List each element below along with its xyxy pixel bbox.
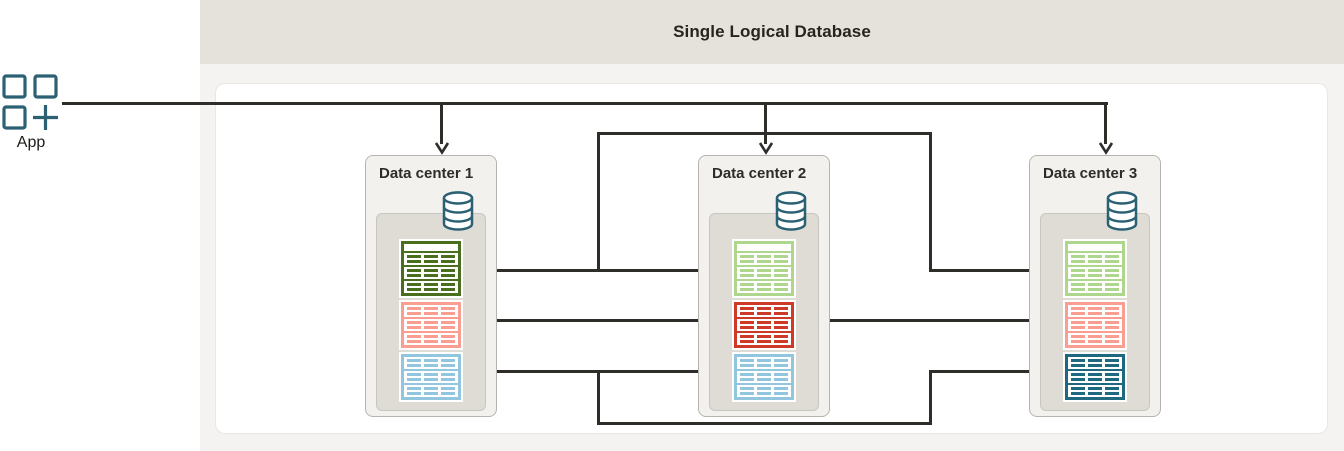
green-bridge-down [929, 132, 932, 272]
data-center-2-label: Data center 2 [712, 165, 807, 182]
app-drop-dc3 [1104, 102, 1107, 144]
arrowhead-down-dc1 [434, 141, 449, 155]
blue-bridge-down [597, 370, 600, 425]
green-table-replica [1063, 239, 1127, 298]
data-center-3: Data center 3 [1029, 155, 1161, 417]
arrowhead-down-dc3 [1098, 141, 1113, 155]
banner: Single Logical Database [200, 0, 1344, 64]
arrowhead-down-dc2 [758, 141, 773, 155]
red-table-primary [732, 300, 796, 350]
blue-line-dc1-dc2 [463, 370, 729, 373]
red-table-replica [399, 300, 463, 350]
green-table-replica [732, 239, 796, 298]
app-drop-dc2 [764, 102, 767, 144]
data-center-1: Data center 1 [365, 155, 497, 417]
data-center-3-label: Data center 3 [1043, 165, 1138, 182]
blue-table-replica [399, 352, 463, 402]
red-line-dc2-dc3 [795, 319, 1058, 322]
green-line-dc3 [929, 269, 1059, 272]
blue-table-primary [1063, 352, 1127, 402]
data-center-2: Data center 2 [698, 155, 830, 417]
green-table-primary [399, 239, 463, 298]
blue-bridge-bottom [597, 422, 932, 425]
app-grid-plus-icon [1, 73, 61, 138]
red-table-replica [1063, 300, 1127, 350]
blue-line-dc3 [929, 370, 1059, 373]
green-bridge-top [597, 132, 932, 135]
data-center-3-tables [1063, 239, 1127, 402]
database-cylinder-icon [440, 190, 476, 237]
data-center-2-tables [732, 239, 796, 402]
blue-table-replica [732, 352, 796, 402]
data-center-1-label: Data center 1 [379, 165, 474, 182]
app-label: App [16, 134, 46, 151]
blue-bridge-up [929, 370, 932, 425]
app-drop-dc1 [440, 102, 443, 144]
app-line [62, 102, 1108, 105]
green-line-dc1-dc2 [463, 269, 729, 272]
data-center-1-tables [399, 239, 463, 402]
database-cylinder-icon [1104, 190, 1140, 237]
red-line-dc2-dc1 [469, 319, 735, 322]
diagram-title: Single Logical Database [673, 22, 871, 41]
green-bridge-up [597, 132, 600, 272]
database-cylinder-icon [773, 190, 809, 237]
